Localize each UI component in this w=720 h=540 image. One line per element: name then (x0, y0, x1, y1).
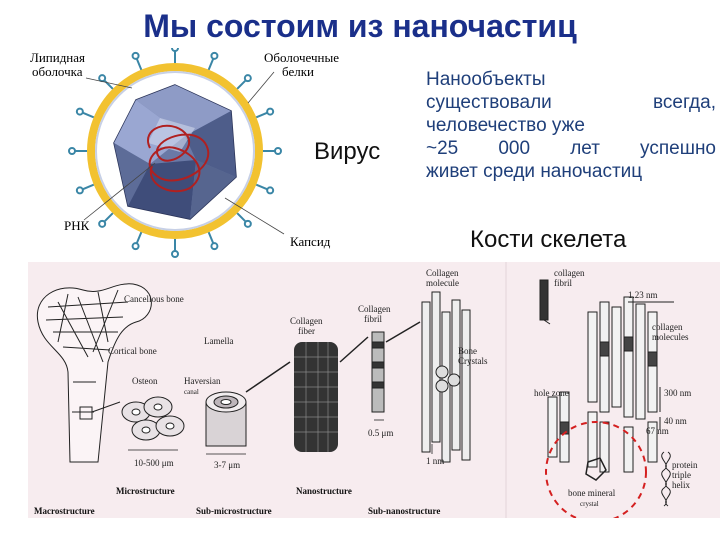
label-microstructure: Microstructure (116, 486, 175, 496)
protein-spike-head (98, 219, 107, 228)
protein-spike-head (210, 242, 219, 251)
label-lipid-line1: Липидная (30, 50, 85, 65)
label-sub-microstructure: Sub-microstructure (196, 506, 272, 516)
femur-illustration (36, 283, 152, 463)
protein-spike-head (171, 250, 179, 258)
protein-spike-head (243, 219, 252, 228)
protein-spike-head (68, 147, 76, 155)
protein-spike (82, 111, 95, 119)
label-collagen-fibril-2: fibril (364, 314, 382, 324)
label-scale-molecule: 1 nm (426, 456, 444, 466)
fibril-detail-illustration (539, 279, 674, 473)
label-nanostructure: Nanostructure (296, 486, 352, 496)
label-r-collagen-fibril-2: fibril (554, 278, 572, 288)
protein-spike-head (274, 147, 282, 155)
label-r-protein-3: helix (672, 480, 690, 490)
label-capsid: Капсид (290, 234, 331, 249)
label-r-mineral-2: crystal (580, 500, 599, 508)
protein-spike (135, 231, 143, 244)
label-lamella: Lamella (204, 336, 233, 346)
lamella-illustration (205, 391, 247, 447)
label-cortical-bone: Cortical bone (108, 346, 157, 356)
femur-zoom-box (79, 406, 93, 420)
label-osteon: Osteon (132, 376, 158, 386)
collagen-molecule-illustration (421, 291, 471, 463)
rna-strand (147, 124, 209, 193)
triple-helix-illustration (661, 451, 671, 507)
label-collagen-fibril-1: Collagen (358, 304, 391, 314)
protein-spike (236, 79, 247, 90)
label-bone-crystals-2: Crystals (458, 356, 488, 366)
protein-spike (207, 58, 215, 71)
description-line: живет среди наночастиц (426, 161, 643, 182)
protein-spike (135, 58, 143, 71)
label-r-protein-1: protein (672, 460, 698, 470)
label-scale-osteon: 10-500 μm (134, 458, 174, 468)
mineral-highlight-circle (545, 421, 647, 518)
protein-spike (82, 183, 95, 191)
protein-spike (255, 111, 268, 119)
description-line: ~25 000 лет успешно (426, 138, 716, 159)
protein-spike-head (131, 51, 140, 60)
description-line: Нанообъекты (426, 69, 546, 90)
label-scale-fibril: 0.5 μm (368, 428, 393, 438)
protein-spike (103, 79, 114, 90)
lipid-envelope (87, 63, 263, 239)
label-r-40nm: 40 nm (664, 416, 687, 426)
label-collagen-fiber-2: fiber (298, 326, 315, 336)
protein-spike-head (75, 107, 84, 116)
label-proteins-line1: Оболочечные (264, 50, 339, 65)
label-cancellous-bone: Cancellous bone (124, 294, 184, 304)
label-collagen-molecule-2: molecule (426, 278, 459, 288)
virus-diagram: Липидная оболочка Оболочечные белки РНК … (30, 48, 339, 258)
protein-spike-head (131, 242, 140, 251)
protein-spike-head (171, 48, 179, 52)
description-line: существовали всегда, (426, 92, 716, 113)
label-canal: canal (184, 388, 199, 396)
protein-spike-head (243, 74, 252, 83)
label-macrostructure: Macrostructure (34, 506, 95, 516)
label-r-300nm: 300 nm (664, 388, 691, 398)
label-r-123nm: 1.23 nm (628, 290, 658, 300)
collagen-fiber-illustration (294, 342, 338, 452)
bone-structure-diagram: Cancellous bone Cortical bone Osteon Lam… (28, 262, 720, 518)
virus-caption: Вирус (314, 138, 381, 165)
label-sub-nanostructure: Sub-nanostructure (368, 506, 440, 516)
page-title: Мы состоим из наночастиц (143, 8, 577, 44)
protein-spike-head (266, 186, 275, 195)
label-haversian: Haversian (184, 376, 221, 386)
collagen-fibril-illustration (371, 331, 385, 413)
label-collagen-molecule-1: Collagen (426, 268, 459, 278)
label-rna: РНК (64, 218, 90, 233)
bones-caption: Кости скелета (470, 226, 627, 253)
mineral-crystal (585, 457, 607, 481)
label-r-collagen-fibril-1: collagen (554, 268, 585, 278)
osteon-illustration (121, 396, 185, 441)
protein-spike-head (75, 186, 84, 195)
label-lipid-line2: оболочка (32, 64, 83, 79)
label-scale-lamella: 3-7 μm (214, 460, 240, 470)
description-text: Нанообъекты существовали всегда, человеч… (426, 68, 716, 183)
protein-spike (236, 212, 247, 223)
label-collagen-fiber-1: Collagen (290, 316, 323, 326)
description-line: человечество уже (426, 115, 585, 136)
protein-spike (103, 212, 114, 223)
label-r-collagen-molecules-2: molecules (652, 332, 689, 342)
label-r-protein-2: triple (672, 470, 691, 480)
label-r-collagen-molecules-1: collagen (652, 322, 683, 332)
capsid (113, 84, 237, 220)
label-r-hole-zone: hole zone (534, 388, 569, 398)
protein-spike (207, 231, 215, 244)
protein-spike (255, 183, 268, 191)
label-proteins-line2: белки (282, 64, 314, 79)
surface-proteins (68, 48, 282, 258)
label-r-67nm: 67 nm (646, 426, 669, 436)
label-bone-crystals-1: Bone (458, 346, 477, 356)
protein-spike-head (266, 107, 275, 116)
label-r-mineral-1: bone mineral (568, 488, 616, 498)
protein-spike-head (210, 51, 219, 60)
protein-spike-head (98, 74, 107, 83)
